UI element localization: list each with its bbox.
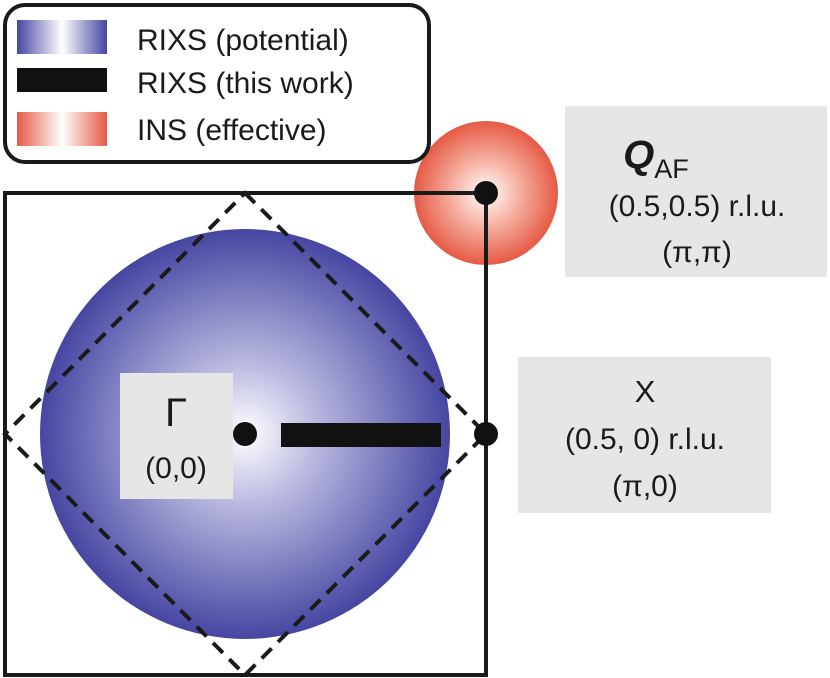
q-af-symbol: QAF (623, 133, 689, 184)
legend-label-ins-effective: INS (effective) (137, 114, 327, 147)
x-pi: (π,0) (612, 470, 678, 503)
legend-swatch-rixs-this-work (17, 68, 107, 92)
legend: RIXS (potential) RIXS (this work) INS (e… (3, 3, 431, 164)
legend-swatch-rixs-potential (17, 20, 107, 54)
zone-boundary-square (3, 191, 488, 677)
x-symbol: X (635, 374, 656, 409)
x-point-marker (474, 422, 498, 446)
magnetic-zone-diamond (2, 190, 489, 678)
gamma-point-marker (233, 422, 257, 446)
x-coord: (0.5, 0) r.l.u. (565, 423, 725, 456)
legend-label-rixs-this-work: RIXS (this work) (137, 67, 354, 100)
rixs-this-work-bar (281, 423, 441, 447)
q-af-pi: (π,π) (662, 236, 732, 269)
x-label-box (518, 357, 771, 513)
legend-swatch-ins-effective (17, 112, 107, 146)
gamma-label-box (120, 373, 233, 499)
gamma-symbol: Γ (165, 391, 187, 435)
gamma-coord: (0,0) (145, 452, 207, 485)
q-af-label-box (565, 106, 827, 277)
q-af-point-marker (474, 181, 498, 205)
legend-label-rixs-potential: RIXS (potential) (137, 24, 349, 57)
q-af-coord: (0.5,0.5) r.l.u. (609, 190, 786, 223)
legend-box (3, 3, 431, 164)
